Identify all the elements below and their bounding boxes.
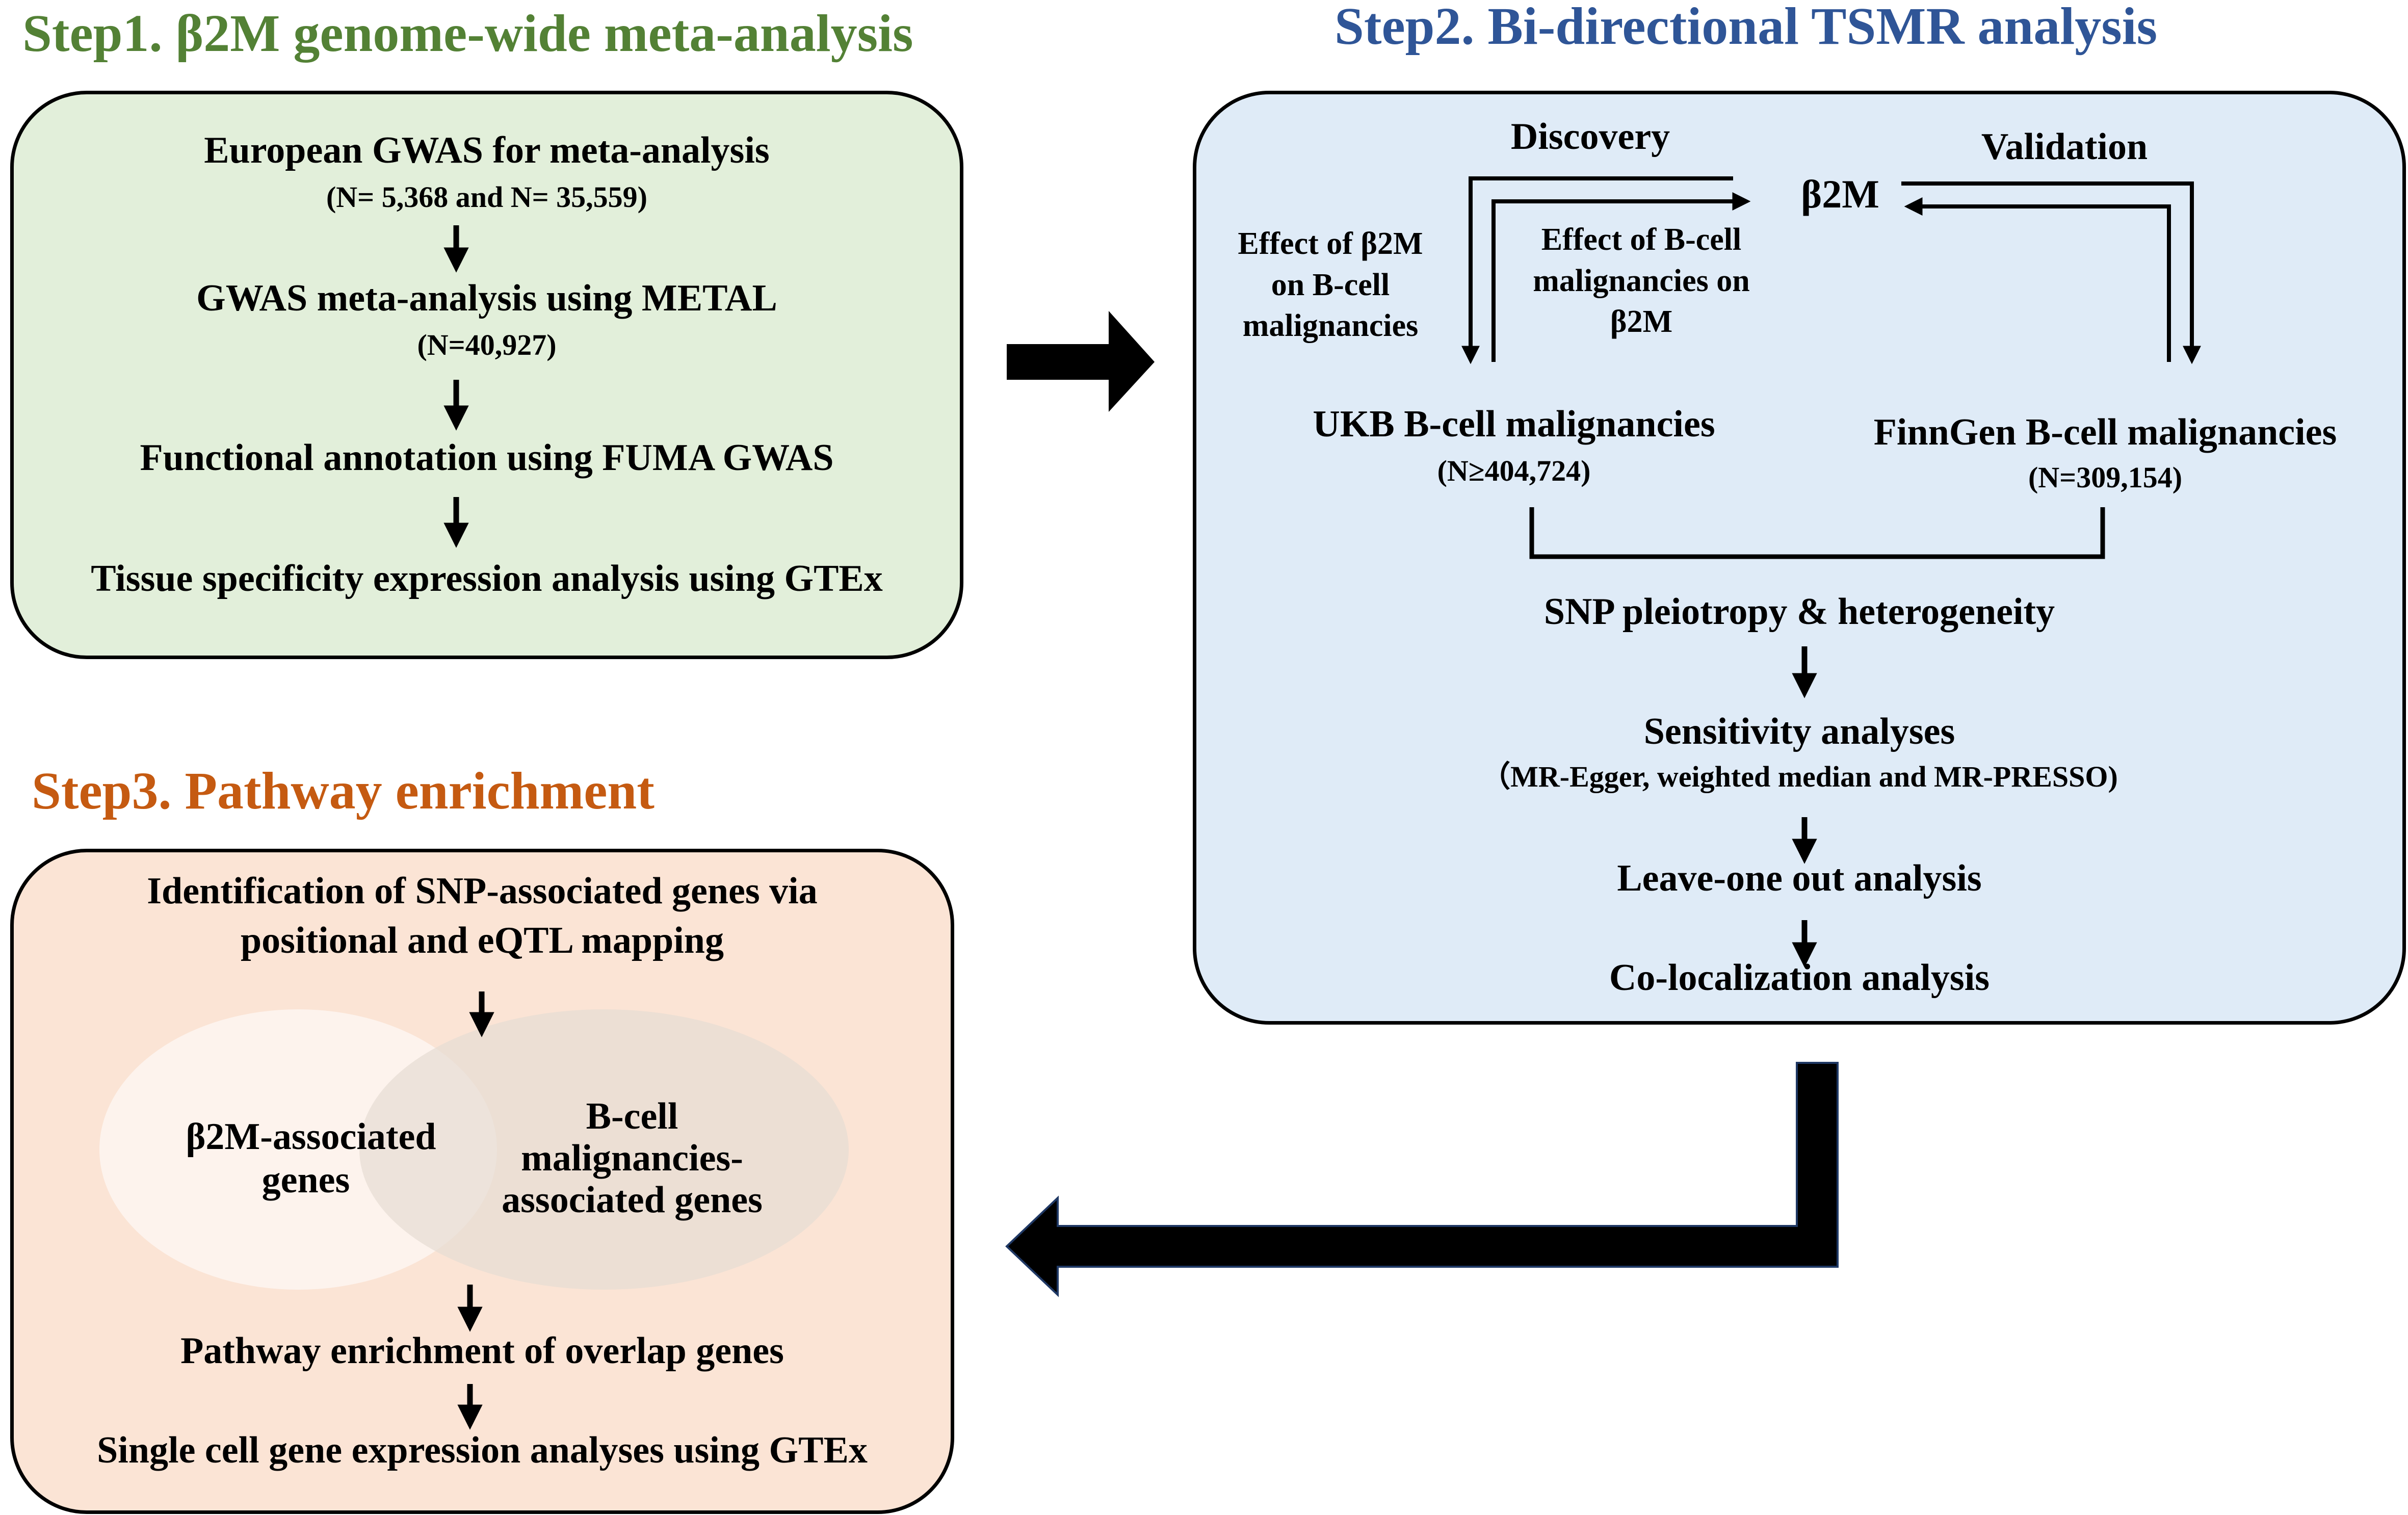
validation-bracket (1901, 181, 2201, 364)
step1-title: Step1. β2M genome-wide meta-analysis (22, 4, 913, 63)
discovery-bracket (1461, 176, 1751, 364)
ukb-n: (N≥404,724) (1437, 454, 1591, 487)
step1-meta-analysis: GWAS meta-analysis using METAL (196, 277, 777, 319)
effect-reverse-label: Effect of B-cell malignancies on β2M (1524, 219, 1759, 343)
effect-reverse-text: Effect of B-cell malignancies on β2M (1533, 222, 1750, 339)
identification-line2: positional and eQTL mapping (241, 920, 724, 961)
step3-arrows (457, 991, 494, 1430)
validation-outer-line (1901, 181, 2201, 364)
venn-beta2m-line1: β2M-associated (153, 1116, 469, 1158)
sensitivity-analyses: Sensitivity analyses (1643, 711, 1955, 752)
step1-functional-annotation: Functional annotation using FUMA GWAS (140, 437, 834, 479)
sensitivity-methods: （MR-Egger, weighted median and MR-PRESSO… (1481, 760, 2118, 793)
step1-european-gwas-n: (N= 5,368 and N= 35,559) (326, 180, 647, 214)
discovery-inner-line (1491, 192, 1751, 362)
ukb-label: UKB B-cell malignancies (1313, 403, 1715, 445)
venn-bcell-line1: B-cell (586, 1095, 678, 1137)
pathway-enrichment: Pathway enrichment of overlap genes (180, 1330, 784, 1372)
step1-panel (10, 91, 963, 659)
validation-label: Validation (1981, 126, 2148, 168)
venn-bcell-ellipse (359, 1009, 849, 1290)
merge-bracket (1529, 507, 2105, 559)
single-cell-expression: Single cell gene expression analyses usi… (97, 1429, 868, 1471)
identification-line1: Identification of SNP-associated genes v… (147, 870, 818, 912)
venn-beta2m-line2: genes (261, 1159, 350, 1201)
venn-beta2m-line1-text: β2M-associated (186, 1116, 436, 1158)
step3-title: Step3. Pathway enrichment (32, 762, 655, 820)
step1-tissue-specificity: Tissue specificity expression analysis u… (91, 558, 883, 599)
venn-bcell-line2: malignancies- (521, 1137, 743, 1179)
effect-forward-label: Effect of β2M on B-cell malignancies (1223, 223, 1437, 347)
step2-title: Step2. Bi-directional TSMR analysis (1334, 0, 2158, 56)
effect-forward-text: Effect of β2M on B-cell malignancies (1238, 226, 1423, 344)
validation-inner-line (1904, 197, 2171, 362)
big-arrow-right (1007, 311, 1155, 412)
leave-one-out: Leave-one out analysis (1617, 857, 1982, 899)
step1-meta-analysis-n: (N=40,927) (417, 328, 557, 361)
discovery-outer-line (1461, 176, 1733, 364)
beta2m-node: β2M (1801, 172, 1879, 216)
venn-bcell-line3: associated genes (502, 1179, 763, 1221)
big-arrow-l-shape (1005, 1062, 1839, 1297)
step1-european-gwas: European GWAS for meta-analysis (204, 129, 770, 171)
snp-pleiotropy: SNP pleiotropy & heterogeneity (1543, 591, 2055, 633)
discovery-label: Discovery (1510, 116, 1670, 158)
finngen-label: FinnGen B-cell malignancies (1873, 411, 2337, 453)
finngen-n: (N=309,154) (2028, 461, 2183, 494)
